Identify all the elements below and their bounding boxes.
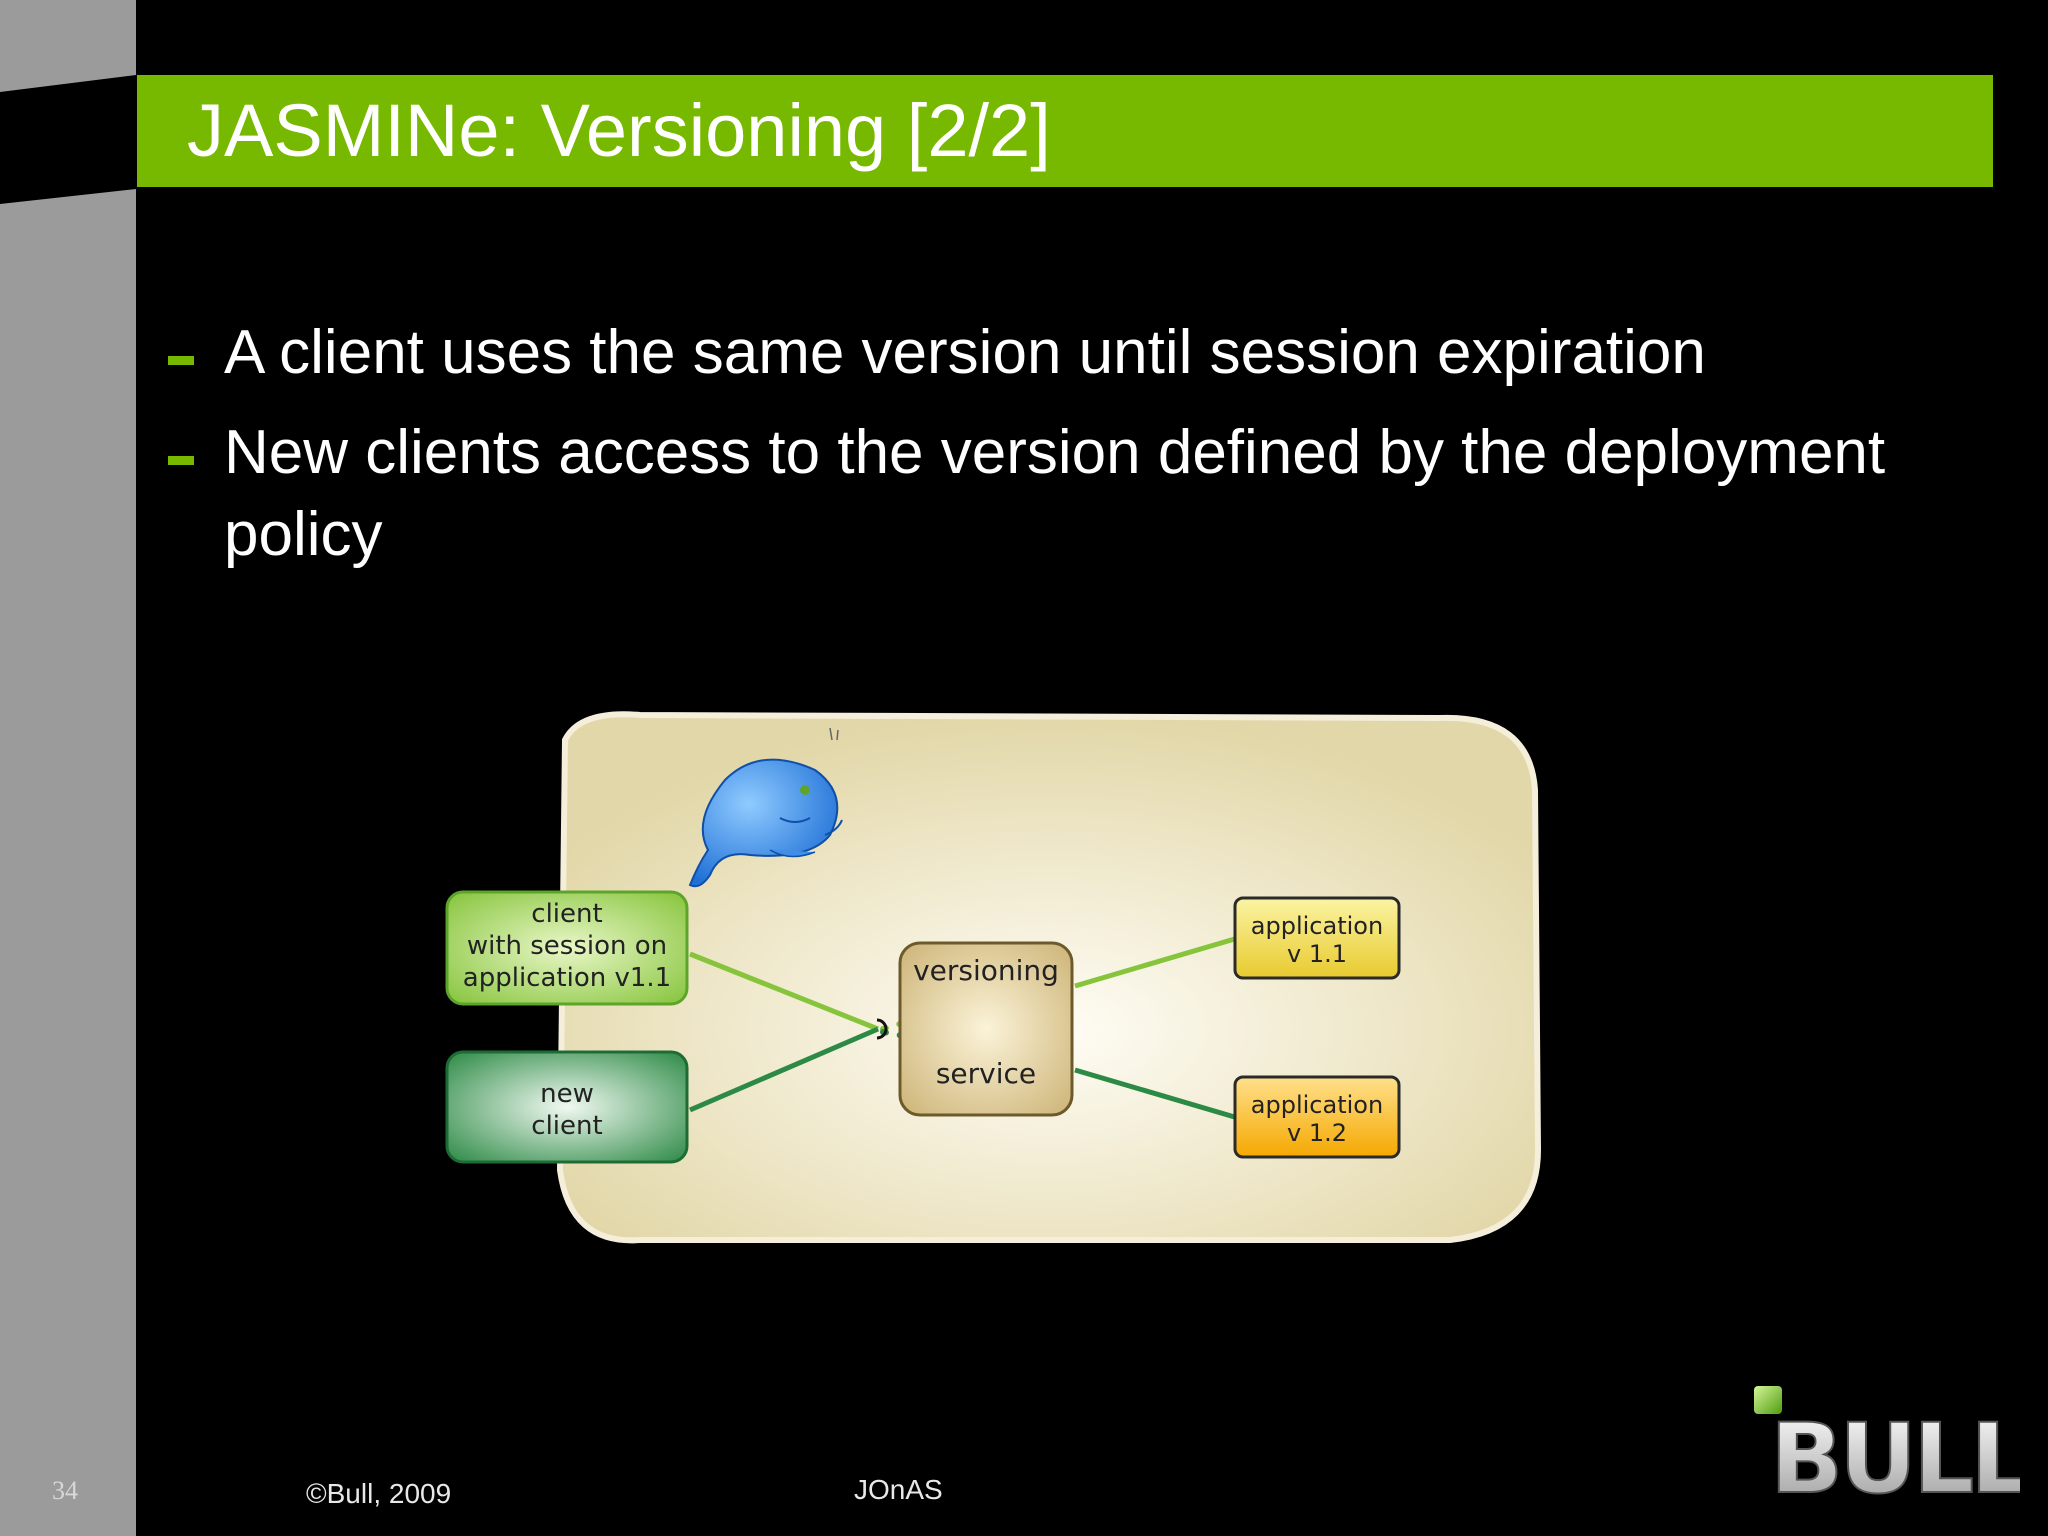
footer-copyright: ©Bull, 2009 [306, 1478, 451, 1510]
new-client-line2: client [531, 1111, 602, 1141]
footer-center-text: JOnAS [854, 1474, 943, 1506]
app-v12-line2: v 1.2 [1287, 1119, 1347, 1147]
logo-text: BULL [1770, 1403, 2020, 1500]
bullet-item: New clients access to the version define… [164, 412, 1964, 576]
versioning-diagram: client with session on application v1.1 … [430, 700, 1560, 1260]
client-session-line2: with session on [467, 931, 667, 961]
app-v12-line1: application [1251, 1091, 1383, 1119]
service-line2: service [936, 1057, 1036, 1090]
client-session-line1: client [531, 899, 602, 929]
service-line1: versioning [913, 954, 1059, 987]
bull-logo: BULL [1750, 1380, 2020, 1500]
bullet-text: A client uses the same version until ses… [224, 312, 1964, 394]
app-v11-line2: v 1.1 [1287, 940, 1347, 968]
page-number: 34 [52, 1476, 78, 1506]
bullet-dash-icon [168, 456, 194, 465]
bullet-dash-icon [168, 356, 194, 365]
bullet-text: New clients access to the version define… [224, 412, 1964, 576]
slide-title: JASMINe: Versioning [2/2] [187, 75, 1051, 187]
title-bar: JASMINe: Versioning [2/2] [137, 75, 1993, 187]
client-session-line3: application v1.1 [463, 963, 671, 993]
left-sidebar [0, 0, 136, 1536]
sidebar-tab-shape [0, 72, 136, 204]
app-v11-line1: application [1251, 912, 1383, 940]
new-client-line1: new [540, 1079, 594, 1109]
bullet-item: A client uses the same version until ses… [164, 312, 1964, 394]
bullet-list: A client uses the same version until ses… [164, 312, 1964, 594]
